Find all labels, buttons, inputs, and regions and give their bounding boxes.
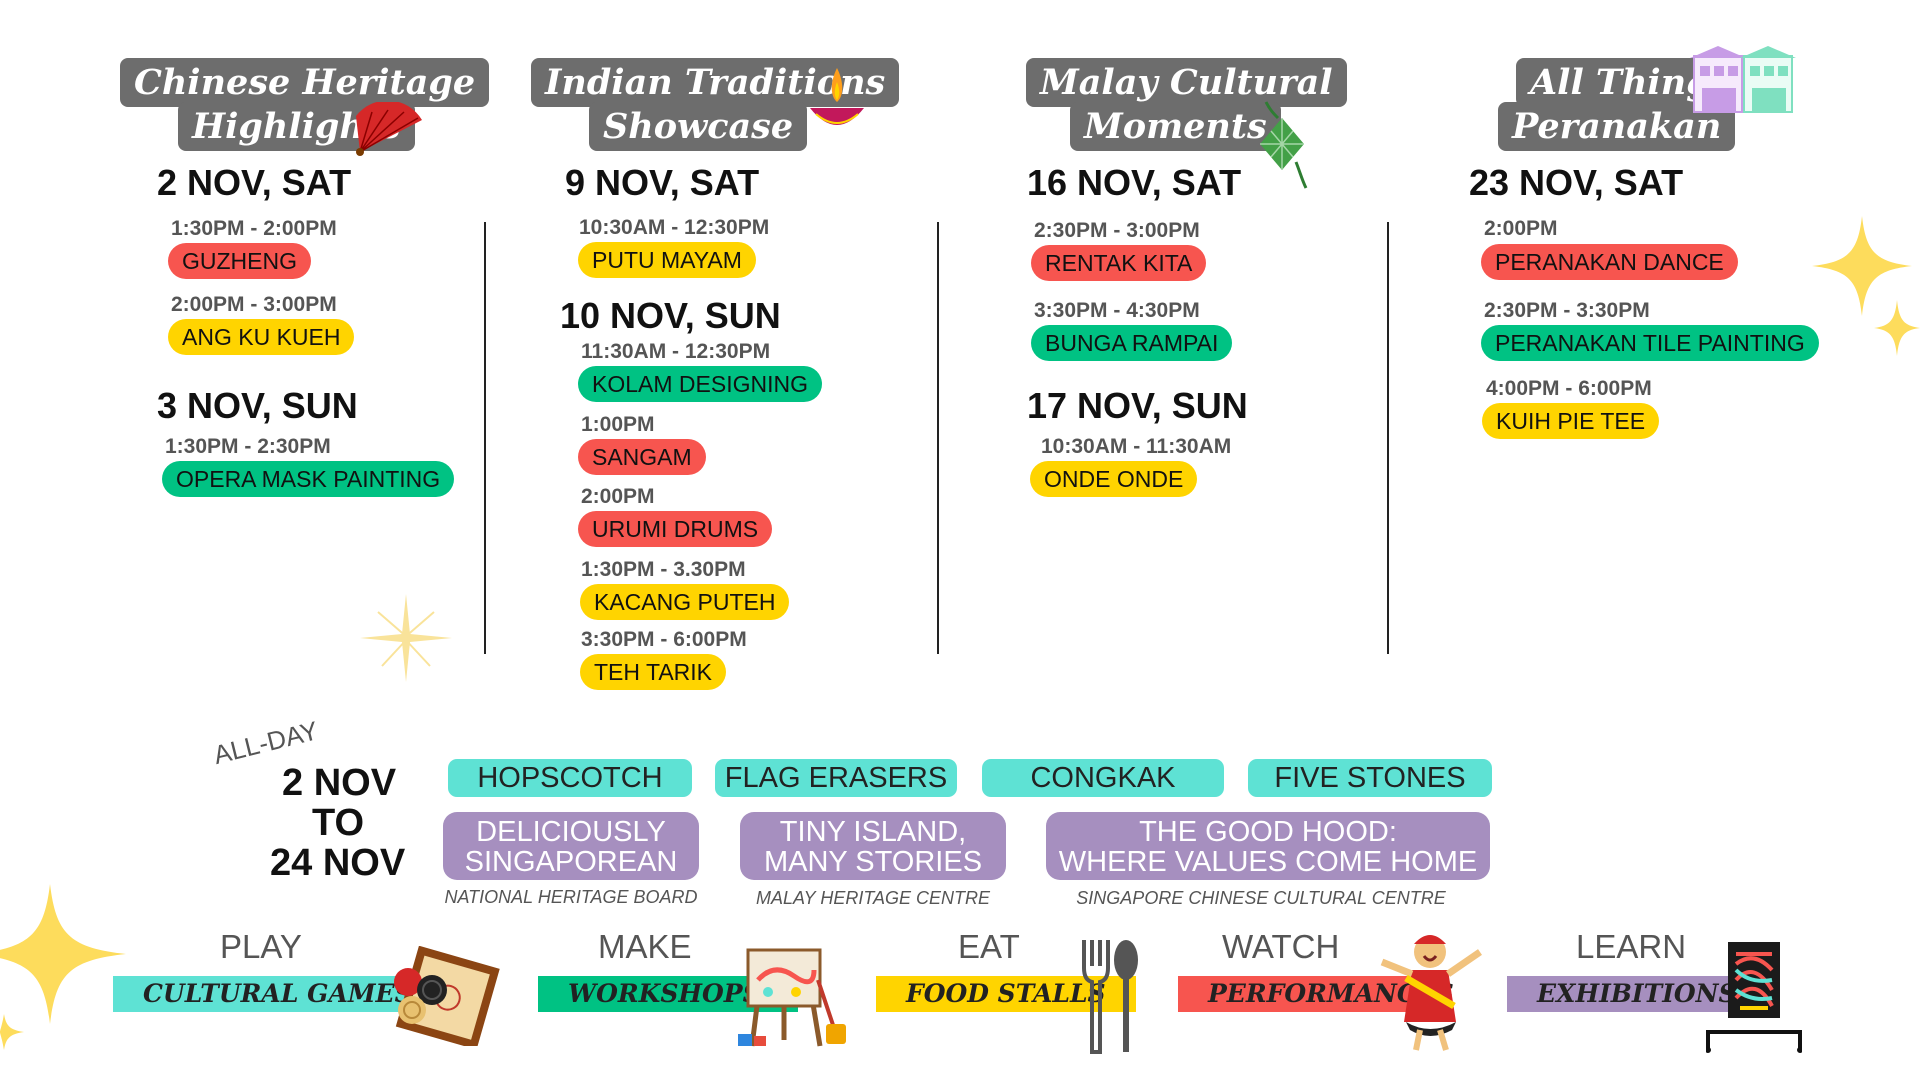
legend-bar: EXHIBITIONS <box>1507 976 1737 1012</box>
exhibition-tag: TINY ISLAND, MANY STORIES <box>740 812 1006 880</box>
exhibition-organizer: NATIONAL HERITAGE BOARD <box>444 887 698 907</box>
easel-paint-icon <box>738 948 846 1047</box>
event-time: 2:00PM <box>581 485 655 508</box>
exhibition-line: TINY ISLAND, <box>779 816 967 848</box>
cultural-game-tag: FIVE STONES <box>1248 759 1492 797</box>
all-day-date-to: TO <box>312 802 365 844</box>
event-time: 1:00PM <box>581 413 655 436</box>
event-time: 2:30PM - 3:00PM <box>1034 219 1200 242</box>
event-pill: BUNGA RAMPAI <box>1031 325 1233 361</box>
date-heading: 16 NOV, SAT <box>1027 162 1242 203</box>
event-pill: GUZHENG <box>168 243 311 279</box>
event-time: 2:00PM <box>1484 217 1558 240</box>
event-time: 10:30AM - 12:30PM <box>579 216 770 239</box>
legend-label: EAT <box>958 928 1020 965</box>
event-pill: RENTAK KITA <box>1031 245 1207 281</box>
carrom-board-icon <box>394 946 500 1046</box>
date-heading: 9 NOV, SAT <box>565 162 760 203</box>
legend-label: WATCH <box>1222 928 1340 965</box>
exhibition-tag: DELICIOUSLY SINGAPOREAN <box>443 812 699 880</box>
sparkle-icon <box>360 594 452 682</box>
event-pill: PERANAKAN TILE PAINTING <box>1481 325 1819 361</box>
event-pill: ONDE ONDE <box>1030 461 1198 497</box>
event-time: 3:30PM - 4:30PM <box>1034 299 1200 322</box>
column-divider <box>484 222 486 654</box>
legend-label: MAKE <box>598 928 692 965</box>
sparkle-icon <box>0 1014 24 1050</box>
dancer-icon <box>1380 935 1482 1051</box>
date-heading: 2 NOV, SAT <box>157 162 352 203</box>
event-pill: PERANAKAN DANCE <box>1481 244 1738 280</box>
event-pill: KACANG PUTEH <box>580 584 790 620</box>
diya-lamp-icon <box>810 68 864 125</box>
event-pill: TEH TARIK <box>580 654 726 690</box>
fork-spoon-icon <box>1082 940 1138 1054</box>
exhibition-organizer: SINGAPORE CHINESE CULTURAL CENTRE <box>1076 888 1446 908</box>
cultural-game-tag: FLAG ERASERS <box>715 759 957 797</box>
exhibition-line: DELICIOUSLY <box>476 816 666 848</box>
event-time: 1:30PM - 2:00PM <box>171 217 337 240</box>
event-time: 2:00PM - 3:00PM <box>171 293 337 316</box>
all-day-date-start: 2 NOV <box>282 762 397 804</box>
event-pill: KOLAM DESIGNING <box>578 366 822 402</box>
column-divider <box>937 222 939 654</box>
red-fan-icon <box>356 102 422 156</box>
exhibition-line: SINGAPOREAN <box>464 846 678 878</box>
exhibition-tag: THE GOOD HOOD: WHERE VALUES COME HOME <box>1046 812 1490 880</box>
event-time: 10:30AM - 11:30AM <box>1041 435 1232 458</box>
exhibition-organizer: MALAY HERITAGE CENTRE <box>755 888 991 908</box>
exhibition-line: WHERE VALUES COME HOME <box>1058 846 1478 878</box>
exhibition-line: MANY STORIES <box>763 846 983 878</box>
event-time: 11:30AM - 12:30PM <box>581 340 771 363</box>
all-day-date-end: 24 NOV <box>270 842 406 884</box>
sparkle-icon <box>1874 300 1920 356</box>
shophouse-icon <box>1690 46 1796 113</box>
event-time: 1:30PM - 3.30PM <box>581 558 746 581</box>
event-pill: PUTU MAYAM <box>578 242 756 278</box>
indian-traditions-title-line2: Showcase <box>589 102 808 151</box>
ketupat-icon <box>1260 101 1308 189</box>
legend-bar: CULTURAL GAMES <box>113 976 413 1012</box>
event-pill: KUIH PIE TEE <box>1482 403 1660 439</box>
date-heading: 10 NOV, SUN <box>560 295 781 336</box>
event-time: 2:30PM - 3:30PM <box>1484 299 1650 322</box>
legend-label: PLAY <box>220 928 302 965</box>
chinese-heritage-title: Chinese Heritage <box>120 58 490 107</box>
event-pill: URUMI DRUMS <box>578 511 773 547</box>
event-pill: SANGAM <box>578 439 706 475</box>
date-heading: 17 NOV, SUN <box>1027 385 1248 426</box>
event-pill: OPERA MASK PAINTING <box>162 461 455 497</box>
sparkle-icon <box>0 884 126 1024</box>
date-heading: 23 NOV, SAT <box>1469 162 1684 203</box>
exhibition-line: THE GOOD HOOD: <box>1139 816 1397 848</box>
event-pill: ANG KU KUEH <box>168 319 355 355</box>
cultural-game-tag: CONGKAK <box>982 759 1224 797</box>
column-divider <box>1387 222 1389 654</box>
malay-cultural-title-line2: Moments <box>1070 102 1281 151</box>
legend-label: LEARN <box>1576 928 1687 965</box>
framed-artwork-icon <box>1706 942 1802 1053</box>
date-heading: 3 NOV, SUN <box>157 385 358 426</box>
legend-bar: FOOD STALLS <box>876 976 1136 1012</box>
sparkle-icon <box>1812 216 1912 316</box>
cultural-game-tag: HOPSCOTCH <box>448 759 692 797</box>
event-time: 3:30PM - 6:00PM <box>581 628 747 651</box>
event-time: 1:30PM - 2:30PM <box>165 435 331 458</box>
malay-cultural-title: Malay Cultural <box>1026 58 1347 107</box>
event-time: 4:00PM - 6:00PM <box>1486 377 1652 400</box>
